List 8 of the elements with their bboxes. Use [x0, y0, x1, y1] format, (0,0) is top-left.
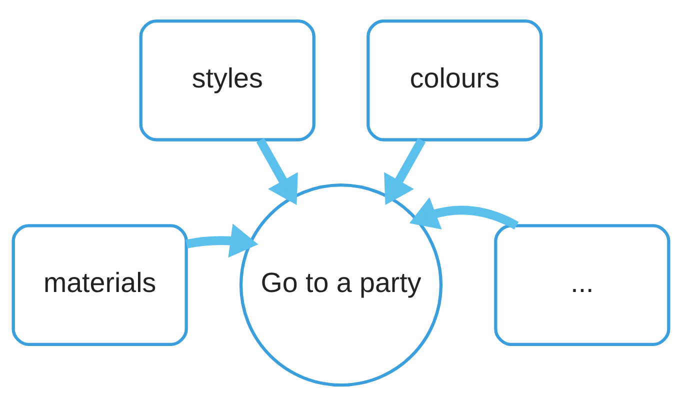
node-box: styles	[139, 18, 316, 141]
arrow	[256, 137, 298, 205]
arrow	[186, 223, 258, 258]
node-box: materials	[12, 224, 188, 346]
arrow	[384, 137, 426, 205]
node-box: colours	[366, 18, 543, 141]
arrow	[409, 196, 519, 230]
node-box: ...	[494, 224, 670, 346]
